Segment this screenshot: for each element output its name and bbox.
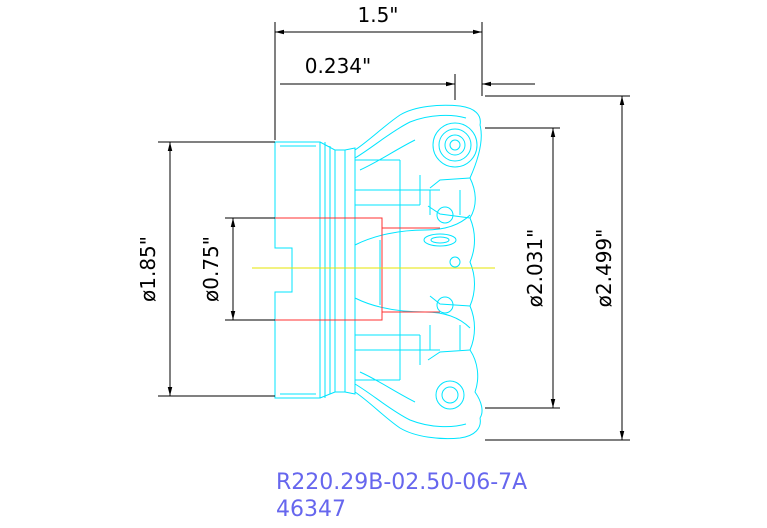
- cutter-body: [274, 104, 483, 440]
- part-number: R220.29B-02.50-06-7A: [276, 470, 527, 495]
- offset-label: 0.234": [305, 54, 371, 78]
- max-diameter-label: ø2.499": [592, 229, 616, 308]
- bore-outline: [275, 217, 440, 321]
- bore-diameter-label: ø0.75": [199, 236, 223, 302]
- part-info: R220.29B-02.50-06-7A 46347: [276, 470, 527, 522]
- cutting-diameter-label: ø2.031": [523, 229, 547, 308]
- dimension-lines: [158, 22, 630, 441]
- outer-diameter-label: ø1.85": [136, 236, 160, 302]
- dimension-labels: 1.5" 0.234" ø1.85" ø0.75" ø2.031" ø2.499…: [136, 3, 616, 307]
- item-number: 46347: [276, 497, 346, 522]
- overall-length-label: 1.5": [357, 3, 398, 27]
